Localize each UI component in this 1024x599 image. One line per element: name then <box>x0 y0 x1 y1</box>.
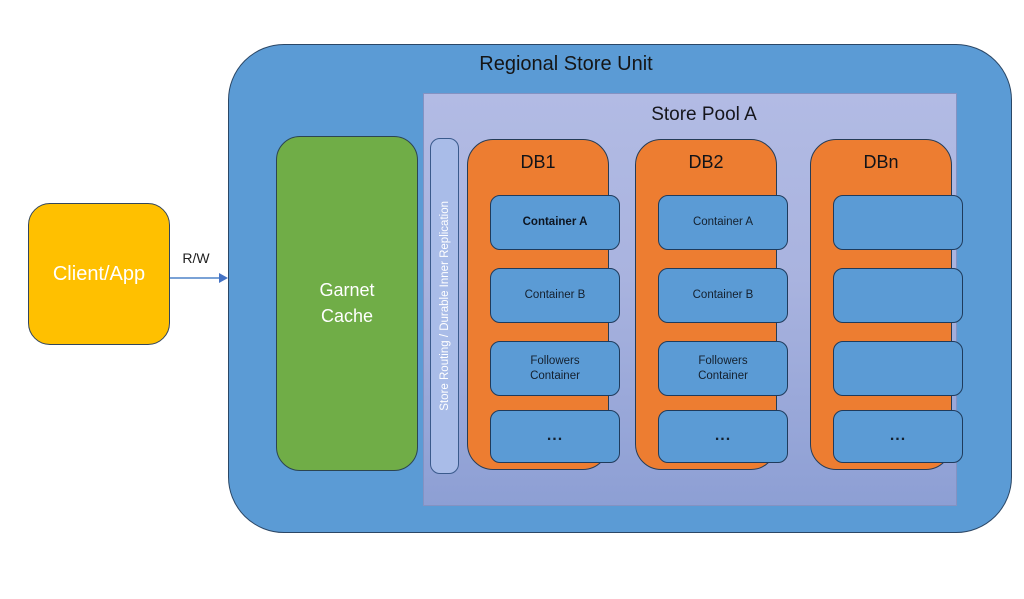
store-pool-panel: Store Pool A Store Routing / Durable Inn… <box>423 93 963 506</box>
garnet-cache-box: Garnet Cache <box>276 136 418 471</box>
regional-store-unit-title: Regional Store Unit <box>479 53 653 75</box>
db1-title: DB1 <box>520 152 556 172</box>
rw-label: R/W <box>182 250 210 266</box>
db2-container-a: Container A <box>658 195 788 250</box>
db2-ellipsis-container: ... <box>658 410 788 463</box>
db2-followers-container: Followers Container <box>658 341 788 396</box>
client-app-box: Client/App <box>28 203 170 345</box>
db1-container-b: Container B <box>490 268 620 323</box>
db1-box: DB1 Container A Container B Followers Co… <box>467 139 620 470</box>
dbn-title: DBn <box>863 152 899 172</box>
store-routing-strip: Store Routing / Durable Inner Replicatio… <box>430 138 459 474</box>
regional-store-unit-box: Regional Store Unit Garnet Cache Store P… <box>228 44 1012 533</box>
dbn-box: DBn ... <box>810 139 963 470</box>
arrow-right-icon <box>219 272 228 283</box>
db1-container-a: Container A <box>490 195 620 250</box>
db2-box: DB2 Container A Container B Followers Co… <box>635 139 788 470</box>
dbn-ellipsis-container: ... <box>833 410 963 463</box>
arrow-line <box>170 277 220 279</box>
garnet-cache-label: Garnet Cache <box>319 280 375 326</box>
store-pool-title: Store Pool A <box>651 104 757 125</box>
client-app-label: Client/App <box>52 262 146 285</box>
db2-title: DB2 <box>688 152 724 172</box>
rw-connector: R/W <box>170 250 230 284</box>
dbn-container-3 <box>833 341 963 396</box>
dbn-container-1 <box>833 195 963 250</box>
dbn-container-2 <box>833 268 963 323</box>
db2-container-b: Container B <box>658 268 788 323</box>
store-routing-label: Store Routing / Durable Inner Replicatio… <box>438 201 451 411</box>
db1-followers-container: Followers Container <box>490 341 620 396</box>
db1-ellipsis-container: ... <box>490 410 620 463</box>
